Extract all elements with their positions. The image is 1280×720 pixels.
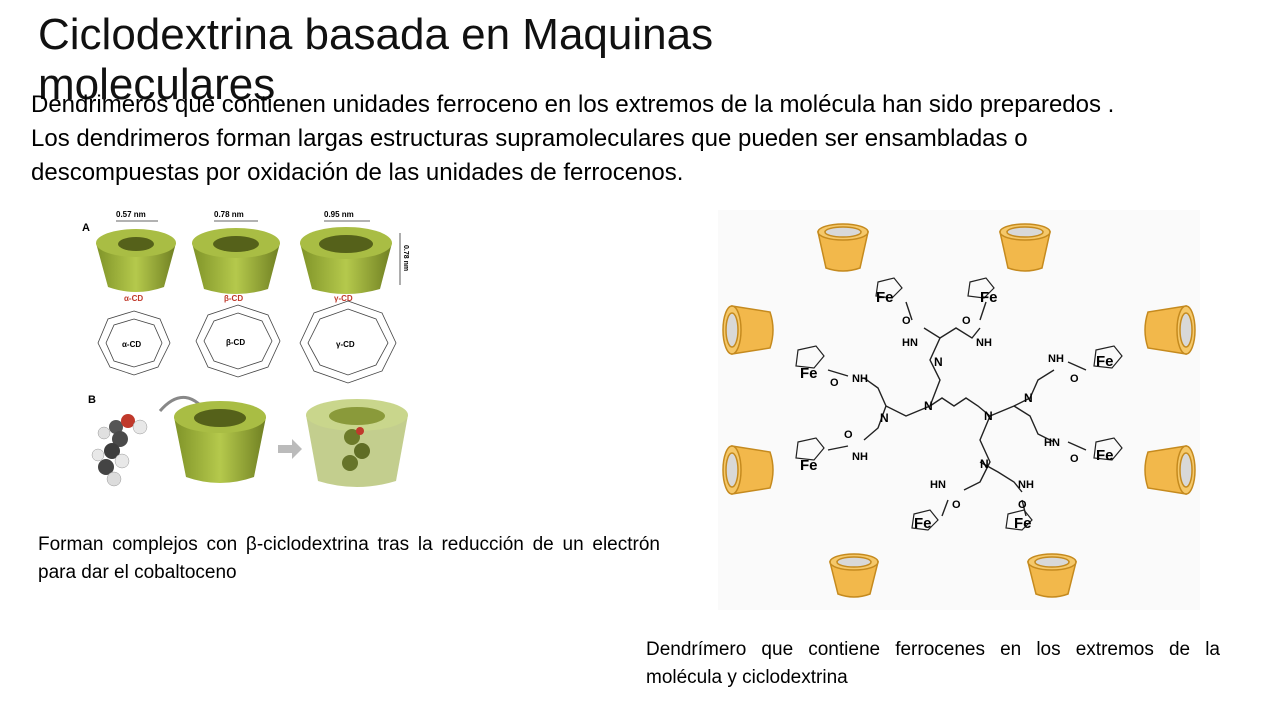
alpha-cd-cone [96,229,176,292]
fe-bottom-left: Fe [914,515,932,532]
result-arrow [278,439,302,459]
fe-right-upper: Fe [1096,353,1114,370]
dendrimer-skeleton [827,301,1087,517]
cyclodextrin-diagram: A 0.57 nm 0.78 nm 0.95 nm 0.78 nm α-CD β… [82,210,409,487]
inclusion-complex [306,399,408,487]
nh-right-upper: NH [1048,353,1064,365]
beta-cd-host-cone [174,401,266,483]
gamma-ring-label: γ-CD [336,340,355,349]
panel-a-label: A [82,222,90,234]
alpha-width-label: 0.57 nm [116,210,146,219]
o-top-right: O [962,315,971,327]
gamma-cd-name: γ-CD [334,294,353,303]
o-bottom-left: O [952,499,961,511]
beta-width-label: 0.78 nm [214,210,244,219]
o-left-lower: O [844,429,853,441]
beta-ring-label: β-CD [226,338,245,347]
nh-bottom-right: NH [1018,479,1034,491]
gamma-width-label: 0.95 nm [324,210,354,219]
caption-left: Forman complejos con β-ciclodextrina tra… [38,534,660,583]
fe-left-lower: Fe [800,457,818,474]
fe-left-upper: Fe [800,365,818,382]
cyclodextrin-cup-left-upper [722,305,774,355]
fe-top-right: Fe [980,289,998,306]
caption-right: Dendrímero que contiene ferrocenes en lo… [646,639,1220,688]
fe-bottom-right: Fe [1014,515,1032,532]
slide-title: Ciclodextrina basada en Maquinas molecul… [38,10,714,109]
gamma-cd-structure [299,300,397,384]
n-atom-lower: N [980,457,989,471]
o-top-left: O [902,315,911,327]
n-atom-core-right: N [984,409,993,423]
o-bottom-right: O [1018,499,1027,511]
beta-cd-cone [192,228,280,294]
alpha-ring-label: α-CD [122,340,141,349]
intro-paragraph: Dendrimeros que contienen unidades ferro… [31,91,1115,186]
cyclodextrin-cup-right-upper [1144,305,1196,355]
n-atom-upper: N [934,355,943,369]
ferrocene-rings [795,277,1123,531]
dendrimer-figure: N N N N N N HN NH NH NH NH HN HN NH O O … [718,210,1200,610]
fe-right-lower: Fe [1096,447,1114,464]
hn-right-lower: HN [1044,437,1060,449]
cyclodextrin-cup-top-left [817,223,869,272]
beta-cd-structure [195,304,281,378]
o-left-upper: O [830,377,839,389]
hn-bottom-left: HN [930,479,946,491]
dendrimer-diagram: N N N N N N HN NH NH NH NH HN HN NH O O … [722,223,1196,598]
n-atom-right: N [1024,391,1033,405]
cyclodextrin-cup-bottom-left [829,553,879,598]
nh-left-upper: NH [852,373,868,385]
hn-top-left: HN [902,337,918,349]
cyclodextrin-cup-bottom-right [1027,553,1077,598]
alpha-cd-name: α-CD [124,294,143,303]
panel-b-label: B [88,394,96,406]
n-atom-left: N [880,411,889,425]
cyclodextrin-figure: A 0.57 nm 0.78 nm 0.95 nm 0.78 nm α-CD β… [78,205,423,495]
beta-cd-name: β-CD [224,294,243,303]
cyclodextrin-cup-left-lower [722,445,774,495]
cyclodextrin-cup-right-lower [1144,445,1196,495]
height-label: 0.78 nm [402,245,409,271]
fe-top-left: Fe [876,289,894,306]
cyclodextrin-cup-top-right [999,223,1051,272]
n-atom-core-left: N [924,399,933,413]
alpha-cd-structure [97,310,171,376]
nh-top-right: NH [976,337,992,349]
o-right-upper: O [1070,373,1079,385]
o-right-lower: O [1070,453,1079,465]
gamma-cd-cone [300,227,392,294]
guest-molecule [91,414,148,487]
nh-left-lower: NH [852,451,868,463]
